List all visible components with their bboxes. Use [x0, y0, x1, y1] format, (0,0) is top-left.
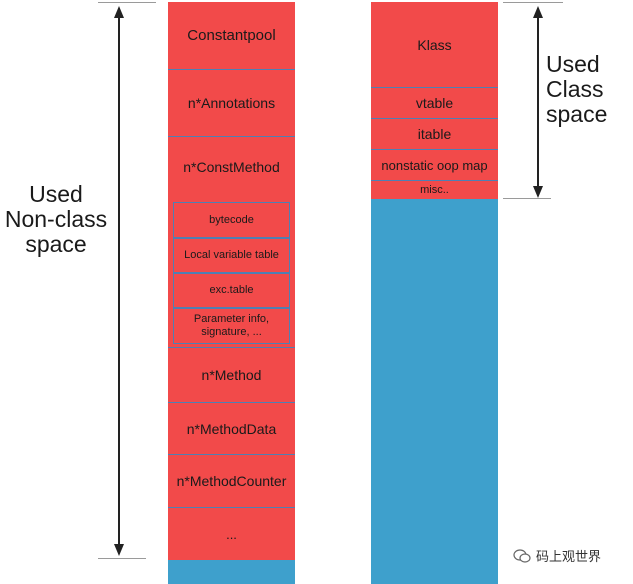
klass-label: Klass — [417, 36, 452, 53]
bytecode-box: bytecode — [173, 202, 290, 238]
non-class-space-column: Constantpool n*Annotations n*ConstMethod… — [168, 2, 295, 584]
itable-block: itable — [371, 119, 498, 150]
oop-map-label: nonstatic oop map — [381, 157, 488, 173]
method-label: n*Method — [201, 367, 262, 383]
class-space-column: Klass vtable itable nonstatic oop map mi… — [371, 2, 498, 584]
watermark-text: 码上观世界 — [536, 549, 602, 564]
class-space-label: Used Class space — [546, 51, 608, 127]
methoddata-label: n*MethodData — [186, 420, 277, 437]
constmethod-block: n*ConstMethod bytecode Local variable ta… — [168, 137, 295, 348]
vtable-label: vtable — [415, 95, 454, 111]
annotations-label: n*Annotations — [187, 95, 276, 111]
itable-label: itable — [417, 126, 452, 142]
watermark: 码上观世界 — [513, 546, 601, 565]
methodcounter-block: n*MethodCounter — [168, 455, 295, 508]
arrow-up-icon — [533, 6, 543, 18]
exc-table-box: exc.table — [173, 273, 290, 308]
non-class-top-marker — [98, 2, 156, 3]
methoddata-block: n*MethodData — [168, 403, 295, 455]
method-block: n*Method — [168, 348, 295, 403]
misc-block: misc.. — [371, 181, 498, 199]
ellipsis-block: ... — [168, 508, 295, 560]
class-bottom-marker — [503, 198, 551, 199]
non-class-bottom-marker — [98, 558, 146, 559]
vtable-block: vtable — [371, 88, 498, 119]
klass-block: Klass — [371, 2, 498, 88]
arrow-down-icon — [114, 544, 124, 556]
constmethod-label: n*ConstMethod — [183, 159, 280, 175]
annotations-block: n*Annotations — [168, 70, 295, 137]
local-variable-table-box: Local variable table — [173, 238, 290, 273]
non-class-free-area — [168, 560, 295, 584]
methodcounter-label: n*MethodCounter — [176, 473, 287, 489]
wechat-icon — [513, 548, 531, 563]
constantpool-block: Constantpool — [168, 2, 295, 70]
class-free-area — [371, 199, 498, 584]
non-class-space-label: Used Non-class space — [4, 181, 108, 257]
parameter-info-box: Parameter info, signature, ... — [173, 308, 290, 344]
arrow-down-icon — [533, 186, 543, 198]
oop-map-block: nonstatic oop map — [371, 150, 498, 181]
constantpool-label: Constantpool — [187, 27, 276, 44]
misc-label: misc.. — [420, 184, 449, 196]
arrow-up-icon — [114, 6, 124, 18]
ellipsis-label: ... — [226, 526, 237, 542]
class-top-marker — [503, 2, 563, 3]
non-class-extent-line — [118, 12, 120, 548]
class-extent-line — [537, 12, 539, 189]
